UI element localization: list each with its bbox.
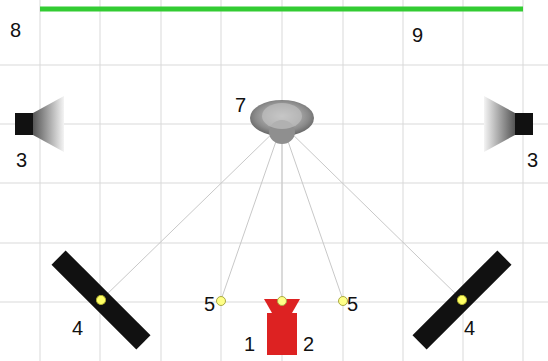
callout-number: 1	[244, 334, 255, 354]
callout-number: 2	[303, 334, 314, 354]
callout-number: 3	[16, 150, 27, 170]
callout-number: 5	[204, 294, 215, 314]
right-reflector	[413, 251, 512, 350]
point	[217, 297, 226, 306]
right-light	[484, 96, 533, 152]
subject-head	[250, 100, 314, 144]
callout-number: 5	[347, 294, 358, 314]
callout-number: 3	[527, 150, 538, 170]
callout-number: 4	[464, 318, 475, 338]
backdrop	[40, 7, 523, 12]
callout-number: 9	[412, 25, 423, 45]
camera	[264, 297, 300, 356]
callout-number: 4	[72, 318, 83, 338]
callout-number: 8	[10, 20, 21, 40]
callout-number: 7	[235, 95, 246, 115]
left-light	[15, 96, 64, 152]
light-paths	[101, 124, 462, 300]
point	[339, 297, 348, 306]
left-reflector	[52, 251, 151, 350]
